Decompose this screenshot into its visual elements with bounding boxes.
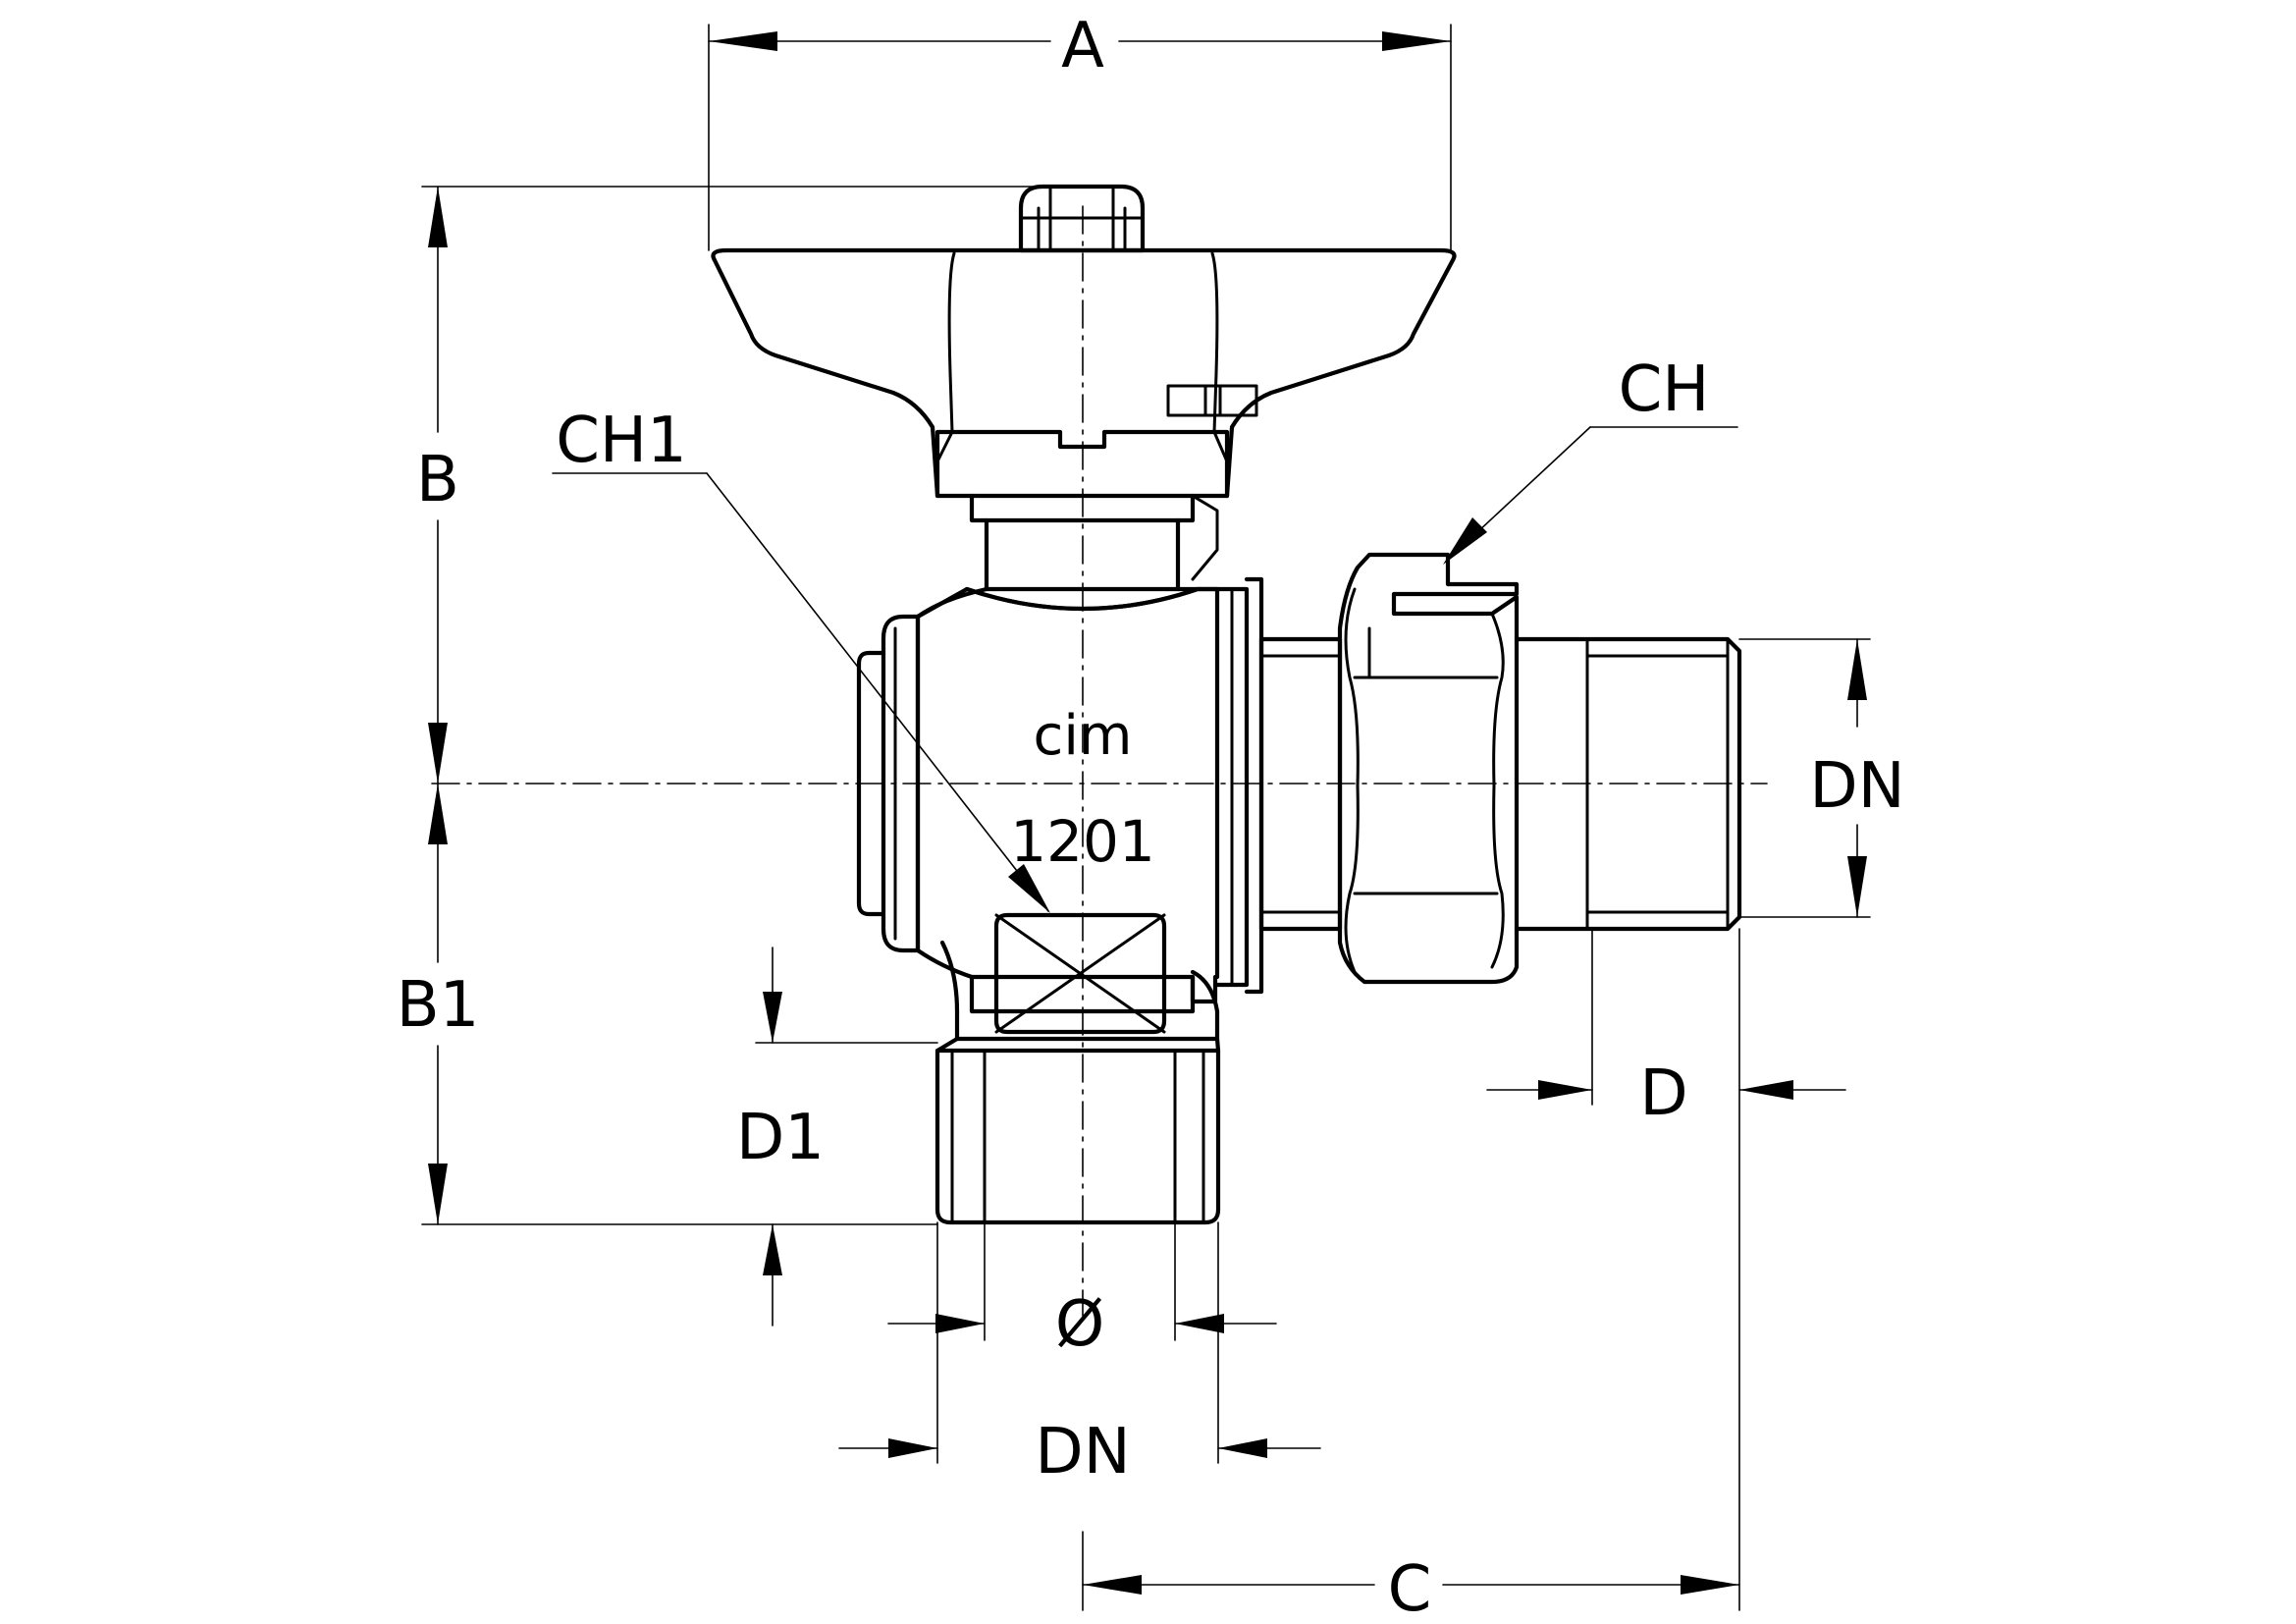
dimension-diameter: Ø (887, 1221, 1277, 1361)
centerlines (431, 205, 1768, 1317)
label-b: B (416, 444, 459, 516)
dimension-c: C (1082, 928, 1740, 1624)
label-dn-bottom: DN (1035, 1416, 1130, 1489)
dimension-dn-right: DN (1738, 638, 1905, 918)
label-diameter: Ø (1055, 1288, 1104, 1361)
label-b1: B1 (397, 969, 480, 1042)
label-a: A (1061, 10, 1104, 82)
label-ch1: CH1 (556, 405, 687, 477)
label-d1: D1 (736, 1102, 825, 1174)
leader-ch: CH (1443, 353, 1738, 565)
label-dn-right: DN (1809, 750, 1904, 823)
bottom-threaded-end (934, 1036, 1221, 1225)
dimension-a: A (708, 10, 1452, 251)
dimension-d: D (1486, 928, 1846, 1130)
brand-marking: cim (1034, 704, 1133, 768)
label-ch: CH (1619, 353, 1710, 426)
label-c: C (1388, 1553, 1432, 1624)
valve-body (856, 576, 1264, 1042)
right-union-connection (1258, 552, 1742, 985)
code-marking: 1201 (1010, 808, 1155, 875)
label-d: D (1639, 1057, 1687, 1130)
dimension-b: B (416, 186, 1071, 785)
leader-ch1: CH1 (552, 405, 1050, 913)
body-markings: cim 1201 (1010, 704, 1155, 875)
dimension-b1: B1 (397, 783, 938, 1225)
ch1-wrench-flat (993, 912, 1167, 1035)
dimension-dn-bottom: DN (838, 1221, 1321, 1489)
dimension-d1: D1 (736, 947, 938, 1326)
butterfly-handle (711, 184, 1457, 592)
